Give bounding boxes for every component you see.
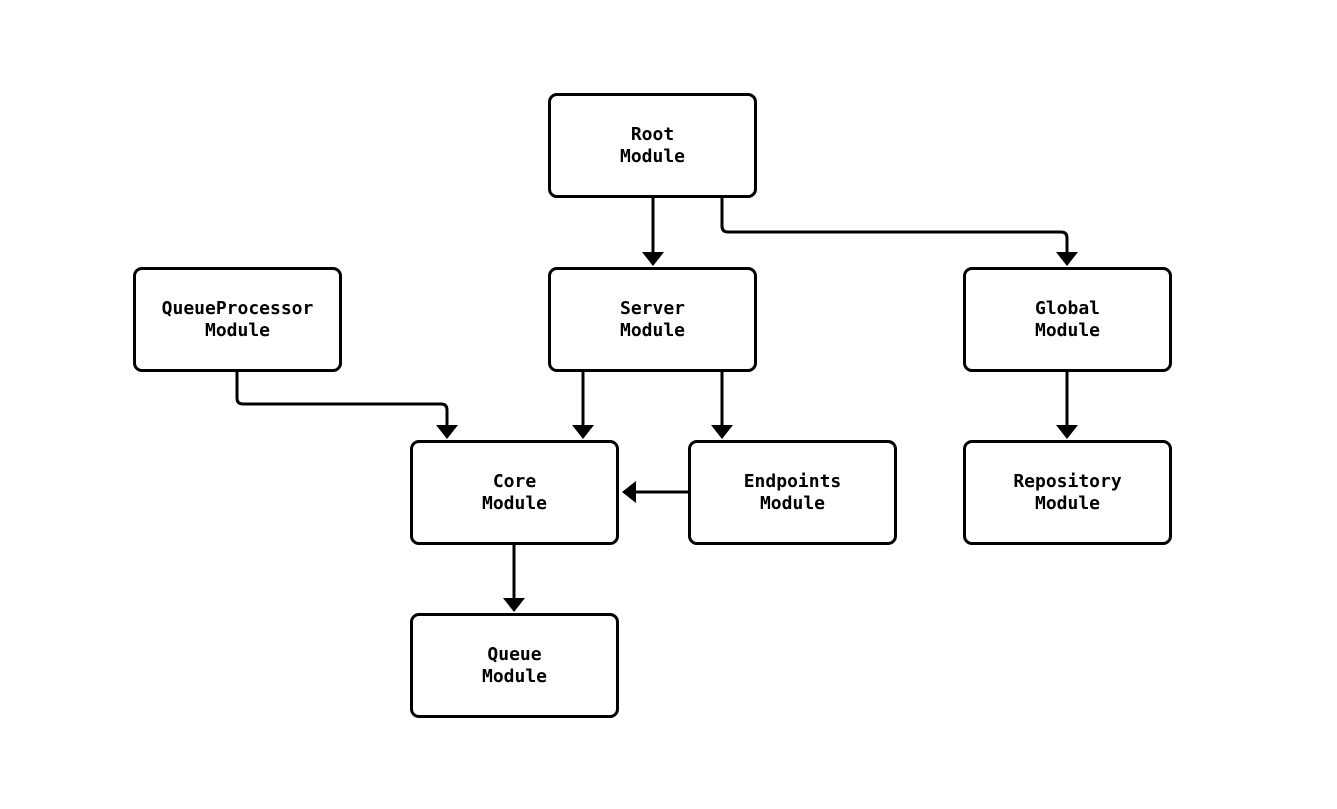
node-root-module-label: Root Module: [619, 123, 686, 167]
edge-queueprocessor-core: [235, 372, 458, 439]
node-queueprocessor-module-label: QueueProcessor Module: [161, 297, 314, 341]
node-root-module: Root Module: [548, 93, 757, 198]
node-queueprocessor-module: QueueProcessor Module: [133, 267, 342, 372]
edge-root-global: [720, 198, 1078, 266]
edge-global-repository: [1056, 372, 1078, 439]
edge-server-endpoints: [711, 372, 733, 439]
node-queue-module-label: Queue Module: [481, 643, 548, 687]
edge-server-core: [572, 372, 594, 439]
node-repository-module: Repository Module: [963, 440, 1172, 545]
node-server-module-label: Server Module: [619, 297, 686, 341]
edge-root-server: [642, 198, 664, 266]
node-global-module: Global Module: [963, 267, 1172, 372]
edge-endpoints-core: [622, 481, 688, 503]
edge-core-queue: [503, 545, 525, 612]
node-endpoints-module: Endpoints Module: [688, 440, 897, 545]
node-endpoints-module-label: Endpoints Module: [743, 470, 842, 514]
node-server-module: Server Module: [548, 267, 757, 372]
node-core-module: Core Module: [410, 440, 619, 545]
node-repository-module-label: Repository Module: [1013, 470, 1122, 514]
node-queue-module: Queue Module: [410, 613, 619, 718]
node-global-module-label: Global Module: [1034, 297, 1101, 341]
node-core-module-label: Core Module: [481, 470, 548, 514]
